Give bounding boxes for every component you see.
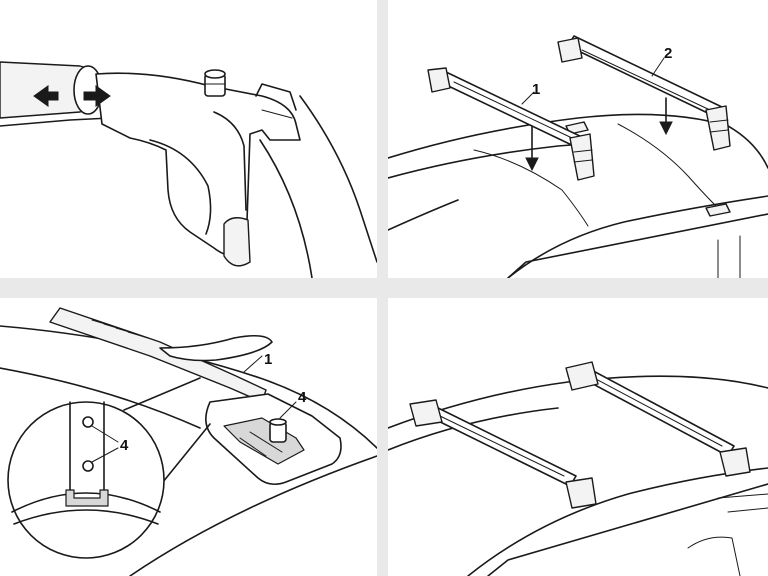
roof-front-edge — [388, 113, 768, 169]
detail-clip — [65, 489, 109, 507]
rail-lower-edge — [0, 117, 111, 127]
seat-outline — [687, 536, 741, 576]
windshield-left — [388, 199, 459, 231]
callout-label: 4 — [298, 389, 307, 406]
magnified-detail — [7, 401, 165, 559]
panel-step-2: 1 2 — [388, 0, 768, 278]
roof-edge — [0, 325, 377, 449]
roof-bar-2 — [557, 35, 731, 151]
installed-bars-illustration — [388, 361, 768, 576]
roof-bar-2 — [565, 361, 751, 477]
rail-line — [0, 367, 201, 429]
rail-mount-2 — [705, 203, 731, 217]
leader-4 — [279, 401, 297, 419]
callout-label: 4 — [120, 437, 129, 454]
foot-ridges — [239, 431, 283, 457]
pillar-edge — [299, 95, 377, 263]
foot-pad — [223, 217, 251, 267]
clamp-top — [255, 83, 297, 111]
body-edge — [259, 139, 313, 278]
door-line — [487, 483, 768, 576]
detail-screw-hole — [82, 416, 94, 428]
panel-step-3: 1 4 4 — [0, 298, 377, 576]
callout-label: 1 — [532, 81, 540, 98]
door-line — [507, 213, 768, 278]
foot-contour-1 — [149, 139, 212, 235]
down-arrow-icon — [659, 97, 673, 136]
foot-body — [95, 72, 301, 257]
roof-side-rail — [507, 195, 768, 278]
roof-bars-placement-illustration: 1 2 — [388, 35, 768, 278]
callout-label: 2 — [664, 45, 672, 62]
bolt-top — [204, 69, 226, 79]
detail-tube-top — [11, 492, 161, 513]
detail-slot — [69, 401, 105, 495]
roof-crease-2 — [617, 123, 717, 207]
panel-step-4 — [388, 298, 768, 576]
leader-1 — [521, 91, 535, 105]
bar-end-illustration — [0, 61, 377, 278]
foot-contour-2 — [213, 111, 247, 211]
slide-double-arrow-icon — [33, 85, 111, 107]
bolt-top — [269, 418, 287, 426]
side-window-lines — [717, 493, 768, 513]
down-arrow-icon — [525, 125, 539, 172]
panel-step-1 — [0, 0, 377, 278]
bar-hatching — [91, 319, 149, 339]
roof-crease-1 — [473, 149, 589, 227]
clamp-line — [261, 109, 293, 119]
bar-fastening-illustration: 1 4 4 — [0, 307, 377, 576]
windshield-top — [388, 143, 585, 179]
callout-label: 1 — [264, 351, 272, 368]
detail-tube-inner — [13, 509, 159, 525]
detail-leaders — [91, 425, 119, 463]
leader-1 — [243, 355, 263, 373]
roof-bar-1 — [409, 399, 597, 509]
roof-lower-edge — [129, 455, 377, 576]
cover-strip — [159, 334, 273, 362]
side-window — [717, 235, 741, 278]
detail-screw-hole — [82, 460, 94, 472]
leader-2 — [651, 57, 665, 77]
roof-side-rail — [467, 467, 768, 576]
roof-front-edge — [388, 375, 768, 429]
roof-bar-1 — [427, 67, 595, 181]
